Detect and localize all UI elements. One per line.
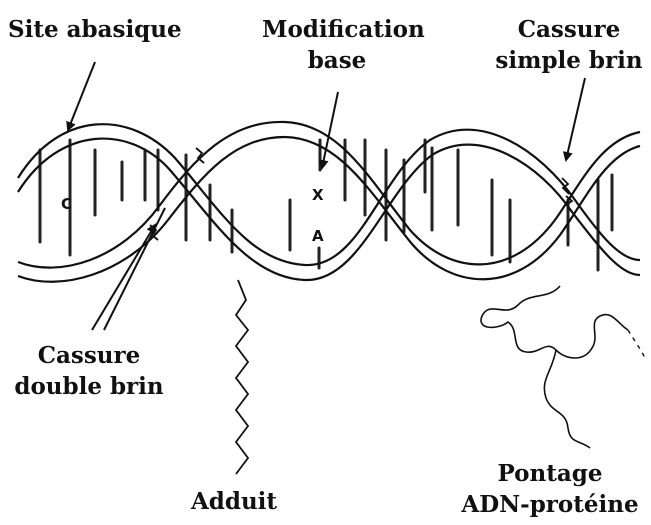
protein-crosslink [481, 286, 628, 448]
label-site-abasique: Site abasique [8, 14, 182, 45]
dna-double-helix [18, 122, 640, 282]
adduct-chain [236, 280, 248, 474]
label-modification-base: Modification base [262, 14, 412, 76]
arrow-double-brin-2 [104, 208, 165, 330]
protein-tail-dashes [628, 330, 645, 358]
arrow-cassure-simple-brin [566, 78, 585, 160]
base-c: C [61, 195, 72, 213]
label-pontage-adn-proteine: Pontage ADN-protéine [455, 458, 645, 520]
strand-1-upper [18, 124, 640, 265]
arrow-site-abasique [68, 62, 95, 130]
base-a: A [312, 227, 324, 245]
label-adduit: Adduit [174, 486, 294, 517]
label-cassure-simple-brin: Cassure simple brin [494, 14, 644, 76]
label-cassure-double-brin: Cassure double brin [14, 340, 164, 402]
base-pair-rungs [40, 140, 612, 270]
base-x-modified: X [312, 186, 324, 204]
strand-2-upper [18, 122, 640, 268]
